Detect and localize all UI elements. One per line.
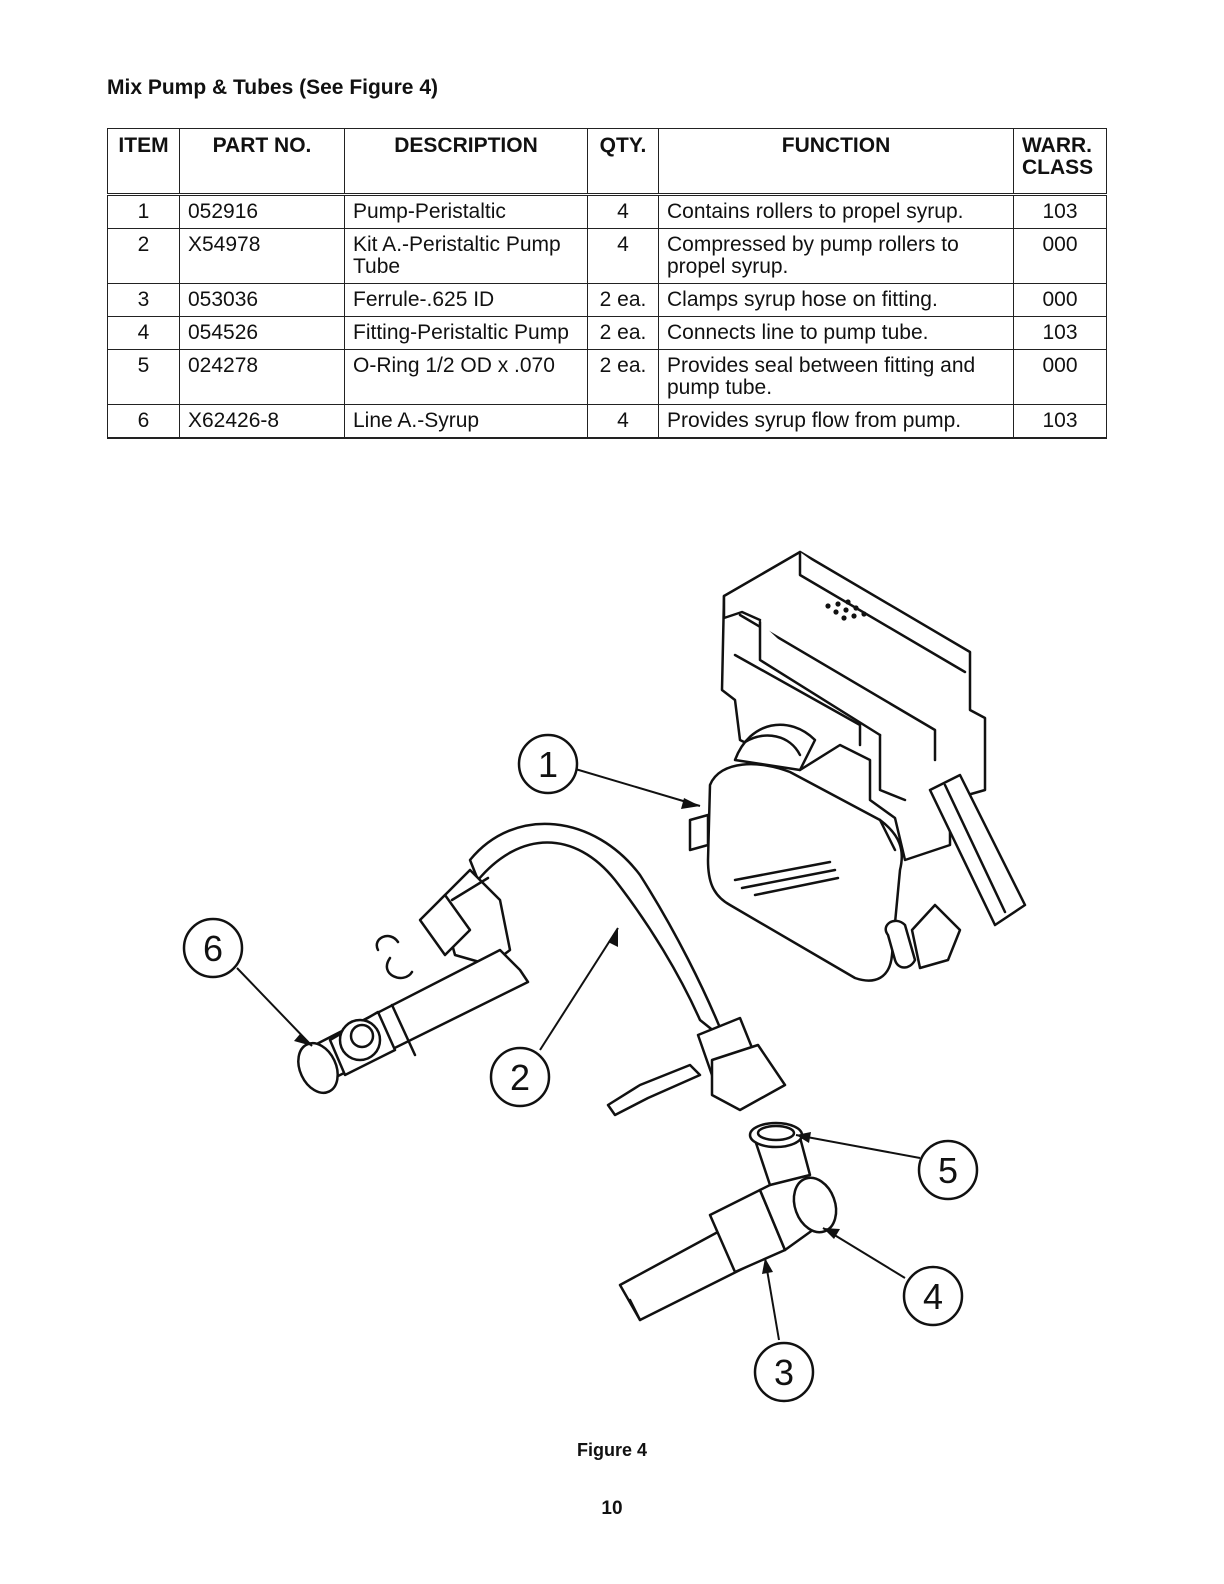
cell-part-no: 053036 (179, 283, 345, 317)
cell-item: 3 (107, 283, 180, 317)
cell-qty: 2 ea. (587, 316, 659, 350)
cell-description: Ferrule-.625 ID (344, 283, 588, 317)
page-number: 10 (601, 1498, 623, 1519)
cell-qty: 4 (587, 228, 659, 284)
cell-function: Connects line to pump tube. (658, 316, 1014, 350)
header-warr-line2: CLASS (1022, 156, 1094, 179)
table-row: 4 054526 Fitting-Peristaltic Pump 2 ea. … (107, 316, 1107, 350)
cell-part-no: X54978 (179, 228, 345, 284)
callout-3: 3 (753, 1341, 815, 1403)
callout-2: 2 (489, 1046, 551, 1108)
callout-2-label: 2 (510, 1057, 530, 1098)
table-row: 3 053036 Ferrule-.625 ID 2 ea. Clamps sy… (107, 283, 1107, 317)
header-part-no: PART NO. (179, 128, 345, 196)
figure-caption: Figure 4 (576, 1440, 647, 1460)
cell-function: Clamps syrup hose on fitting. (658, 283, 1014, 317)
header-qty: QTY. (587, 128, 659, 196)
cell-function: Provides syrup flow from pump. (658, 404, 1014, 439)
callout-1: 1 (517, 733, 579, 795)
cell-part-no: 054526 (179, 316, 345, 350)
cell-function: Contains rollers to propel syrup. (658, 194, 1014, 229)
cell-qty: 4 (587, 404, 659, 439)
cell-item: 2 (107, 228, 180, 284)
section-title: Mix Pump & Tubes (See Figure 4) (107, 76, 438, 99)
header-warr-class: WARR. CLASS (1013, 128, 1107, 196)
table-row: 1 052916 Pump-Peristaltic 4 Contains rol… (107, 194, 1107, 229)
cell-warr-class: 000 (1013, 228, 1107, 284)
cell-description: O-Ring 1/2 OD x .070 (344, 349, 588, 405)
table-row: 5 024278 O-Ring 1/2 OD x .070 2 ea. Prov… (107, 349, 1107, 405)
callout-5: 5 (917, 1139, 979, 1201)
callout-4: 4 (902, 1265, 964, 1327)
callout-1-label: 1 (538, 744, 558, 785)
cell-item: 5 (107, 349, 180, 405)
callout-4-label: 4 (923, 1276, 943, 1317)
cell-qty: 2 ea. (587, 283, 659, 317)
cell-part-no: 024278 (179, 349, 345, 405)
callout-3-label: 3 (774, 1352, 794, 1393)
cell-function: Compressed by pump rollers to propel syr… (658, 228, 1014, 284)
cell-description: Pump-Peristaltic (344, 194, 588, 229)
header-function: FUNCTION (658, 128, 1014, 196)
cell-qty: 4 (587, 194, 659, 229)
table-row: 6 X62426-8 Line A.-Syrup 4 Provides syru… (107, 404, 1107, 439)
cell-description: Kit A.-Peristaltic Pump Tube (344, 228, 588, 284)
callout-6: 6 (182, 917, 244, 979)
syrup-line-drawing (297, 948, 530, 1095)
pump-tube-drawing (375, 822, 787, 1117)
cell-part-no: 052916 (179, 194, 345, 229)
cell-warr-class: 103 (1013, 316, 1107, 350)
fitting-assembly-drawing (618, 1121, 838, 1322)
cell-item: 4 (107, 316, 180, 350)
peristaltic-pump-drawing (688, 550, 1027, 982)
cell-qty: 2 ea. (587, 349, 659, 405)
cell-warr-class: 000 (1013, 283, 1107, 317)
cell-item: 1 (107, 194, 180, 229)
cell-description: Line A.-Syrup (344, 404, 588, 439)
header-description: DESCRIPTION (344, 128, 588, 196)
cell-warr-class: 103 (1013, 404, 1107, 439)
cell-function: Provides seal between fitting and pump t… (658, 349, 1014, 405)
cell-description: Fitting-Peristaltic Pump (344, 316, 588, 350)
header-warr-line1: WARR. (1022, 134, 1092, 157)
cell-warr-class: 000 (1013, 349, 1107, 405)
callout-6-label: 6 (203, 928, 223, 969)
header-item: ITEM (107, 128, 180, 196)
figure-4-illustration: 1 2 3 4 5 6 (182, 550, 1027, 1403)
cell-item: 6 (107, 404, 180, 439)
cell-part-no: X62426-8 (179, 404, 345, 439)
callout-5-label: 5 (938, 1150, 958, 1191)
table-row: 2 X54978 Kit A.-Peristaltic Pump Tube 4 … (107, 228, 1107, 284)
parts-table: ITEM PART NO. DESCRIPTION QTY. FUNCTION … (107, 128, 1107, 439)
cell-warr-class: 103 (1013, 194, 1107, 229)
table-header-row: ITEM PART NO. DESCRIPTION QTY. FUNCTION … (107, 128, 1107, 196)
